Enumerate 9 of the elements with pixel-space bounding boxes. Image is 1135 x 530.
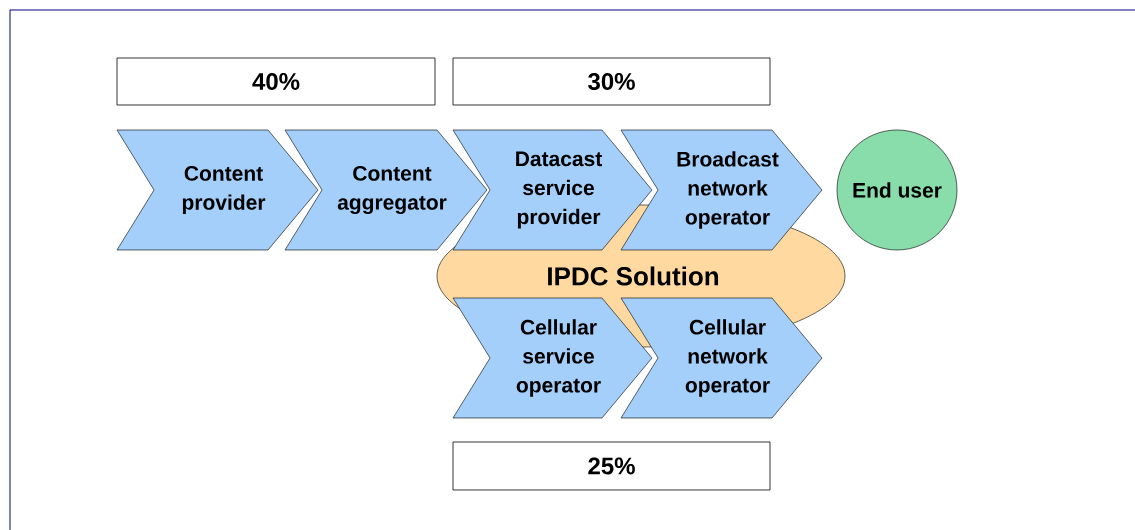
value-chain-step: Content aggregator: [284, 129, 488, 251]
percentage-box: 25%: [452, 441, 771, 491]
value-chain-step: Content provider: [116, 129, 319, 251]
value-chain-step: Cellular service operator: [452, 297, 653, 419]
percentage-box: 30%: [452, 57, 771, 106]
percentage-box: 40%: [116, 57, 436, 106]
value-chain-step: Datacast service provider: [452, 129, 653, 251]
value-chain-step: Cellular network operator: [620, 297, 823, 419]
value-chain-step: Broadcast network operator: [620, 129, 823, 251]
